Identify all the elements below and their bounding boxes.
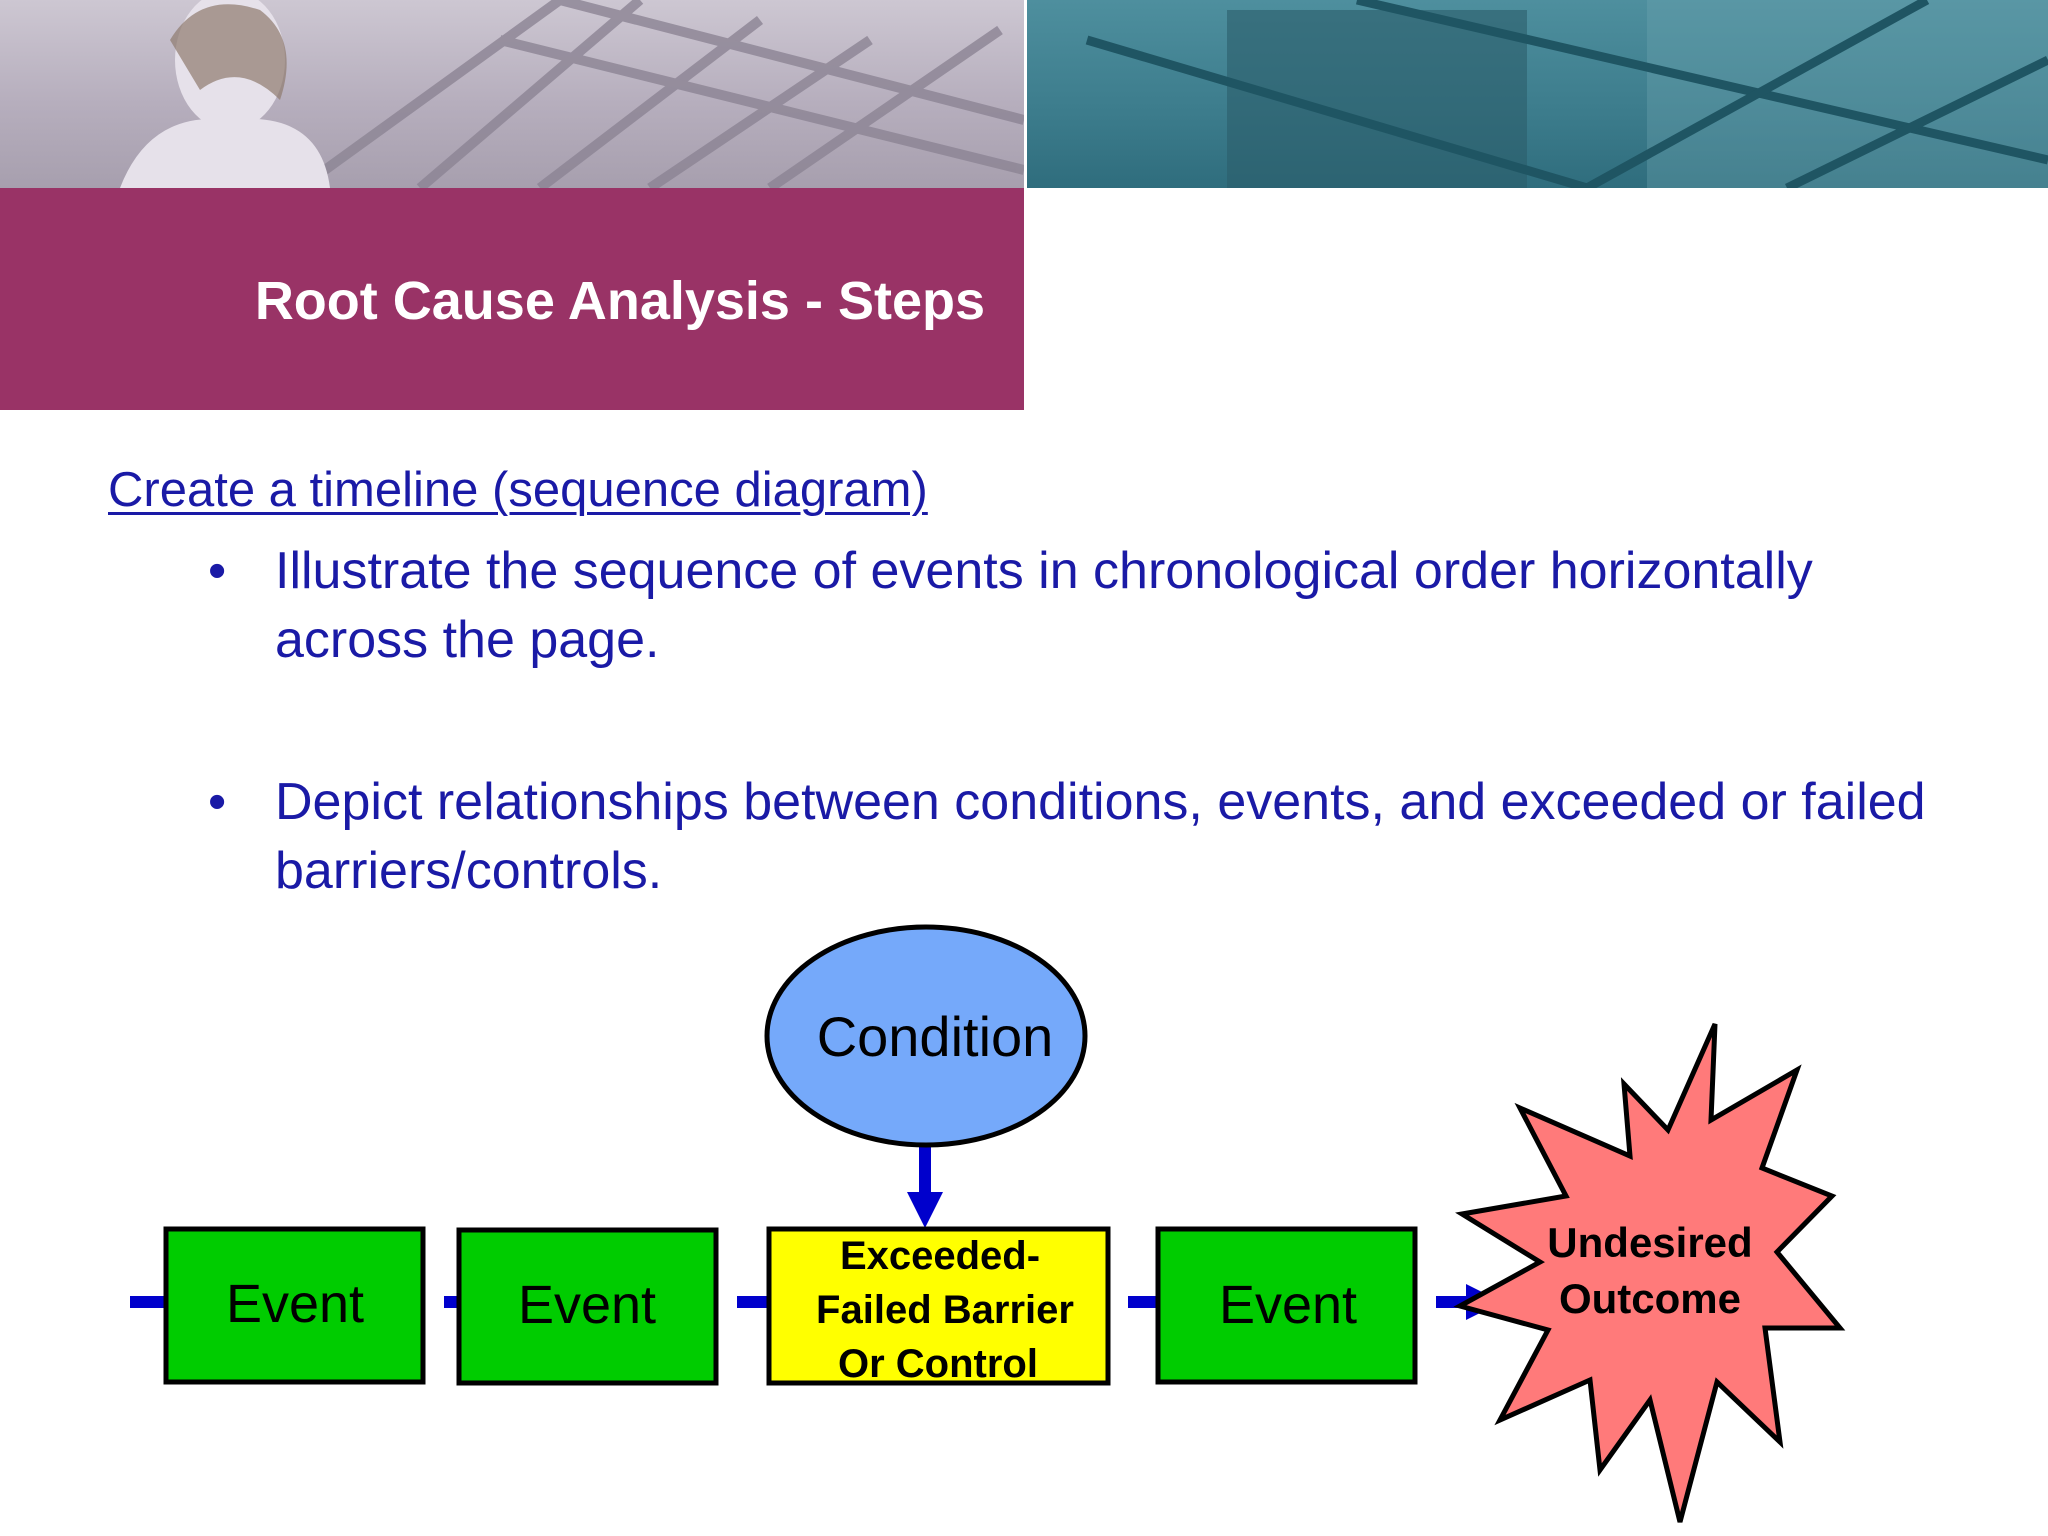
event-node-1 [163,1226,426,1385]
outcome-label-line-1: Undesired [1547,1219,1752,1266]
condition-arrowhead [907,1192,943,1228]
timeline-link[interactable]: Create a timeline (sequence diagram) [108,463,928,517]
event-label-3: Event [1219,1275,1357,1335]
condition-node [764,924,1088,1148]
barrier-label-line-1: Exceeded- [840,1234,1040,1278]
barrier-node [766,1226,1111,1386]
title-bar [0,188,1024,410]
event-node-3 [1155,1226,1418,1385]
event-label-1: Event [226,1274,364,1334]
barrier-label-line-3: Or Control [838,1342,1038,1386]
outcome-label-line-2: Outcome [1559,1275,1741,1322]
bullet-text: Illustrate the sequence of events in chr… [275,542,1813,669]
header-photo-left [0,0,1024,188]
barrier-label-line-2: Failed Barrier [816,1288,1074,1332]
slide-title: Root Cause Analysis - Steps [254,271,985,331]
bullet-mark: • [208,773,227,831]
event-label-2: Event [518,1275,656,1335]
bullet-text: Depict relationships between conditions,… [275,773,1926,900]
outcome-starburst [1453,1022,1846,1523]
event-node-2 [456,1227,719,1386]
bullet-mark: • [208,542,227,600]
condition-label: Condition [817,1005,1054,1068]
header-photo-right [1027,0,2048,188]
